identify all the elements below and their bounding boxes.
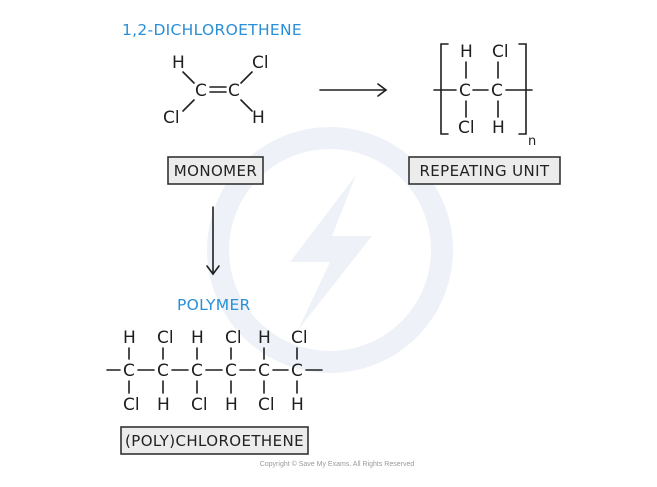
- polymer-heading: POLYMER: [177, 296, 251, 314]
- repeat-subscript-n: n: [528, 134, 536, 149]
- bond-c-cl-bottom: [182, 99, 195, 112]
- bond-c-h-bottom: [240, 99, 253, 112]
- repeat-top-2: Cl: [492, 42, 509, 62]
- polymer-top-atom-3: H: [191, 328, 204, 348]
- repeat-top-1: H: [460, 42, 473, 62]
- monomer-label: MONOMER: [174, 162, 257, 180]
- arrow-to-polymer: [206, 206, 220, 276]
- repeat-carbon-2: C: [491, 81, 503, 101]
- polymer-bottom-atom-1: Cl: [123, 395, 140, 415]
- monomer-carbon-left: C: [195, 81, 207, 101]
- polymer-top-atom-4: Cl: [225, 328, 242, 348]
- polymer-bottom-atom-2: H: [157, 395, 170, 415]
- polymer-name-label: (POLY)CHLOROETHENE: [125, 432, 304, 450]
- arrow-to-repeating-unit: [319, 83, 388, 97]
- repeat-carbon-1: C: [459, 81, 471, 101]
- polymer-top-atom-1: H: [123, 328, 136, 348]
- copyright-notice: Copyright © Save My Exams. All Rights Re…: [260, 460, 415, 468]
- polymer-carbon-4: C: [225, 361, 237, 381]
- bracket-left: [440, 43, 449, 135]
- polymer-carbon-2: C: [157, 361, 169, 381]
- polymer-carbon-3: C: [191, 361, 203, 381]
- polymer-carbon-5: C: [258, 361, 270, 381]
- watermark-logo: [207, 127, 453, 373]
- bond-h-c: [182, 71, 195, 84]
- polymer-bottom-atom-6: H: [291, 395, 304, 415]
- polymer-bottom-atom-4: H: [225, 395, 238, 415]
- polymer-carbon-6: C: [291, 361, 303, 381]
- repeat-bottom-2: H: [492, 118, 505, 138]
- repeat-bottom-1: Cl: [458, 118, 475, 138]
- repeating-unit-label: REPEATING UNIT: [419, 162, 550, 180]
- bond-c-cl-top: [240, 71, 253, 84]
- bracket-right: [518, 43, 527, 135]
- monomer-cl-bottom: Cl: [163, 108, 180, 128]
- monomer-cl-top: Cl: [252, 53, 269, 73]
- monomer-h-top: H: [172, 53, 185, 73]
- polymer-carbon-1: C: [123, 361, 135, 381]
- monomer-structure: H Cl C C Cl H: [163, 53, 269, 128]
- polymer-name-box: [120, 426, 309, 455]
- polymer-bottom-atom-5: Cl: [258, 395, 275, 415]
- repeating-unit-label-box: [408, 156, 561, 185]
- monomer-carbon-right: C: [228, 81, 240, 101]
- repeating-unit-structure: H Cl C C Cl H n: [433, 42, 536, 149]
- polymer-top-atom-6: Cl: [291, 328, 308, 348]
- monomer-h-bottom: H: [252, 108, 265, 128]
- polymer-top-atom-5: H: [258, 328, 271, 348]
- polymer-bottom-atom-3: Cl: [191, 395, 208, 415]
- monomer-name: 1,2-DICHLOROETHENE: [122, 21, 302, 39]
- polymer-top-atom-2: Cl: [157, 328, 174, 348]
- monomer-label-box: [167, 156, 264, 185]
